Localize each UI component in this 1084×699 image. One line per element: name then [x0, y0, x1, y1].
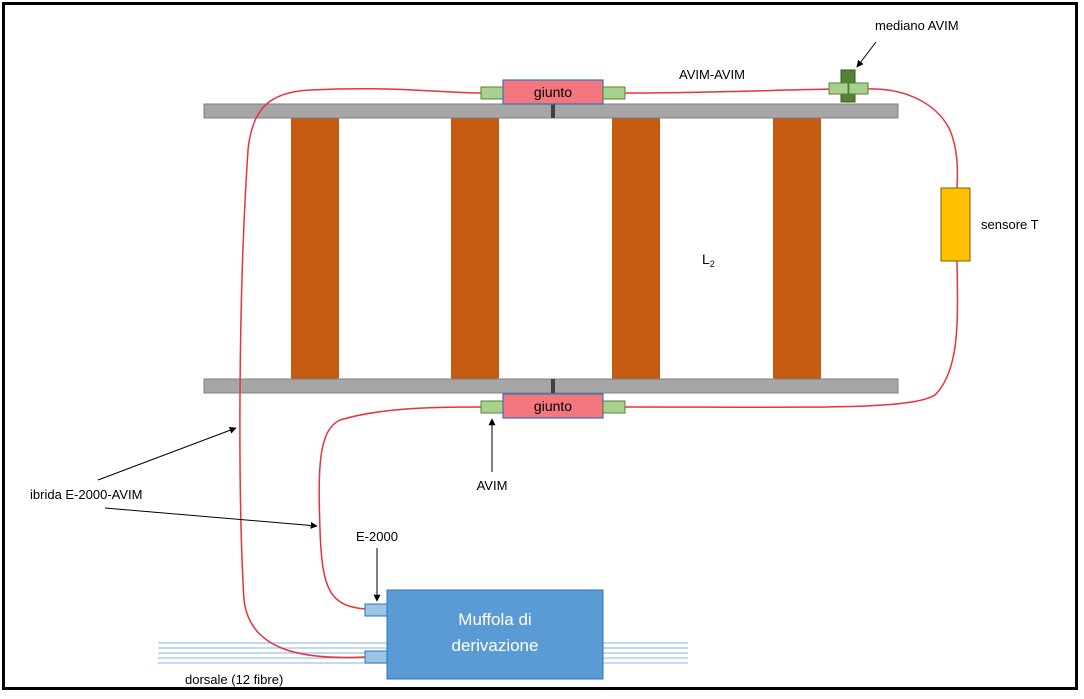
muffola-label-line2: derivazione [452, 636, 539, 655]
splice-bottom-connector-right [602, 400, 626, 414]
arrow-mediano [856, 41, 877, 68]
splice-bottom: giunto [480, 393, 626, 419]
e2000-label: E-2000 [356, 529, 398, 544]
splice-top-label: giunto [534, 84, 572, 100]
fibre-left-loop [239, 88, 482, 659]
rail-gap-bottom [551, 379, 555, 393]
fibre-to-sensor [867, 88, 959, 189]
sensor-t-body [940, 187, 971, 262]
fibre-sensor-return [623, 260, 959, 408]
fibre-to-muffola [318, 406, 482, 610]
ibrida-label: ibrida E-2000-AVIM [30, 487, 142, 502]
muffola-port-lower [364, 650, 388, 664]
muffola-box: Muffola di derivazione [364, 589, 604, 680]
splice-top: giunto [480, 79, 626, 105]
sleeper-2 [451, 118, 499, 380]
splice-bottom-label: giunto [534, 398, 572, 414]
splice-top-connector-right [602, 86, 626, 100]
sleeper-3 [612, 118, 660, 380]
avim-label: AVIM [477, 478, 508, 493]
sleepers [291, 118, 821, 380]
arrow-ibrida-right [104, 507, 318, 529]
arrow-ibrida-left [97, 426, 237, 481]
fibre-cables [239, 88, 959, 659]
arrows [97, 41, 877, 602]
sensor-t-label: sensore T [981, 217, 1039, 232]
mediano-avim-adapter [828, 69, 869, 103]
splice-top-connector-left [480, 86, 504, 100]
avim-avim-label: AVIM-AVIM [679, 67, 745, 82]
dorsale-label: dorsale (12 fibre) [185, 672, 283, 687]
sleeper-1 [291, 118, 339, 380]
muffola-label-line1: Muffola di [458, 610, 531, 629]
fibre-avim-avim [623, 88, 832, 94]
splice-bottom-body [502, 393, 604, 419]
muffola-body [386, 589, 604, 680]
l2-label: L2 [702, 251, 715, 269]
sleeper-4 [773, 118, 821, 380]
splice-bottom-connector-left [480, 400, 504, 414]
mediano-avim-label: mediano AVIM [875, 18, 959, 33]
muffola-port-upper [364, 603, 388, 617]
rail-gap-top [551, 104, 555, 118]
